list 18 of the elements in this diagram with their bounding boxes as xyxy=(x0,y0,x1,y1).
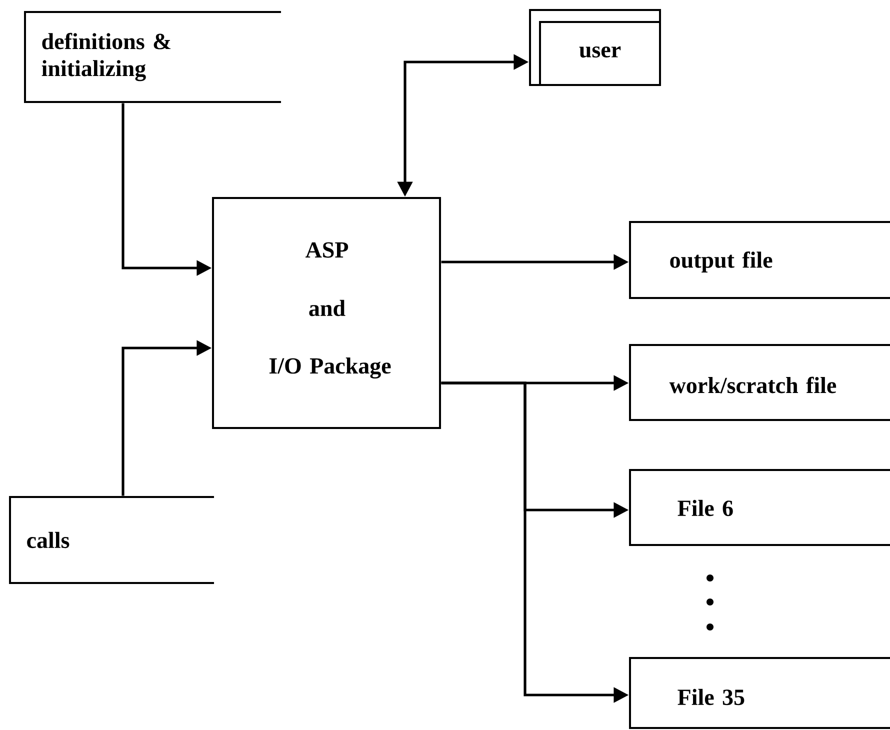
box-text: I/O Package xyxy=(269,357,391,379)
open-box xyxy=(24,11,281,103)
box-text: definitions & initializing xyxy=(42,32,171,82)
box-text: and xyxy=(309,300,346,316)
box-text: calls xyxy=(27,532,70,548)
box-text: File 6 xyxy=(678,500,733,516)
open-box xyxy=(629,657,890,729)
open-box xyxy=(629,469,890,546)
box-text: user xyxy=(579,46,621,58)
box-text: output file xyxy=(670,251,772,273)
open-box xyxy=(629,344,890,421)
box-text: File 35 xyxy=(678,688,744,706)
open-box xyxy=(629,221,890,299)
open-box xyxy=(9,496,214,584)
process-box xyxy=(212,197,441,429)
box-text: ASP xyxy=(306,242,348,258)
box-text: work/scratch file xyxy=(669,376,836,394)
double-box xyxy=(529,9,661,86)
